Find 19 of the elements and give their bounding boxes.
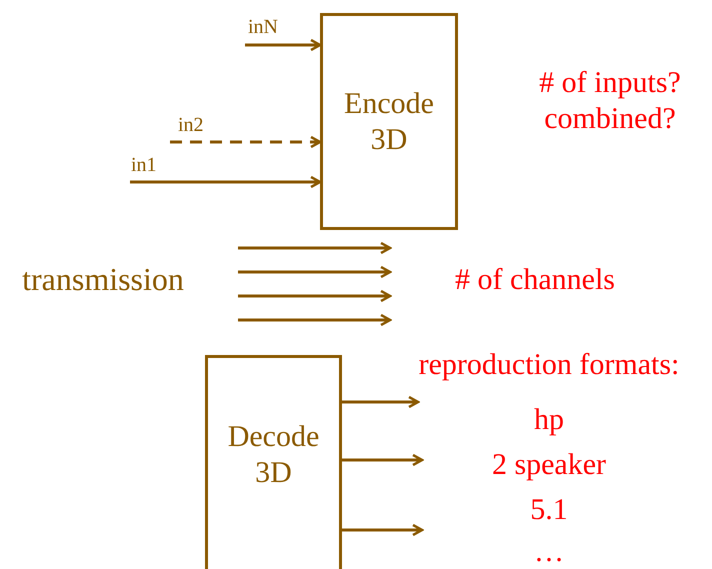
arrow [130, 176, 322, 188]
edge-label: in2 [178, 115, 204, 135]
process-box: Encode 3D [320, 13, 458, 230]
arrow [170, 136, 322, 148]
note: # of inputs? combined? [538, 65, 682, 137]
arrow [342, 524, 424, 536]
note: # of channels [455, 265, 615, 295]
arrow [342, 454, 424, 466]
edge-label: in1 [131, 155, 157, 175]
process-box: Decode 3D [205, 355, 342, 569]
arrow [342, 396, 420, 408]
edge-label: inN [248, 17, 278, 37]
list-item: 2 speaker [492, 450, 606, 480]
text-label: transmission [22, 263, 184, 295]
heading: reproduction formats: [418, 350, 680, 380]
list-item: … [534, 537, 564, 567]
list-item: 5.1 [530, 495, 568, 525]
arrow [245, 38, 322, 52]
list-item: hp [534, 405, 564, 435]
